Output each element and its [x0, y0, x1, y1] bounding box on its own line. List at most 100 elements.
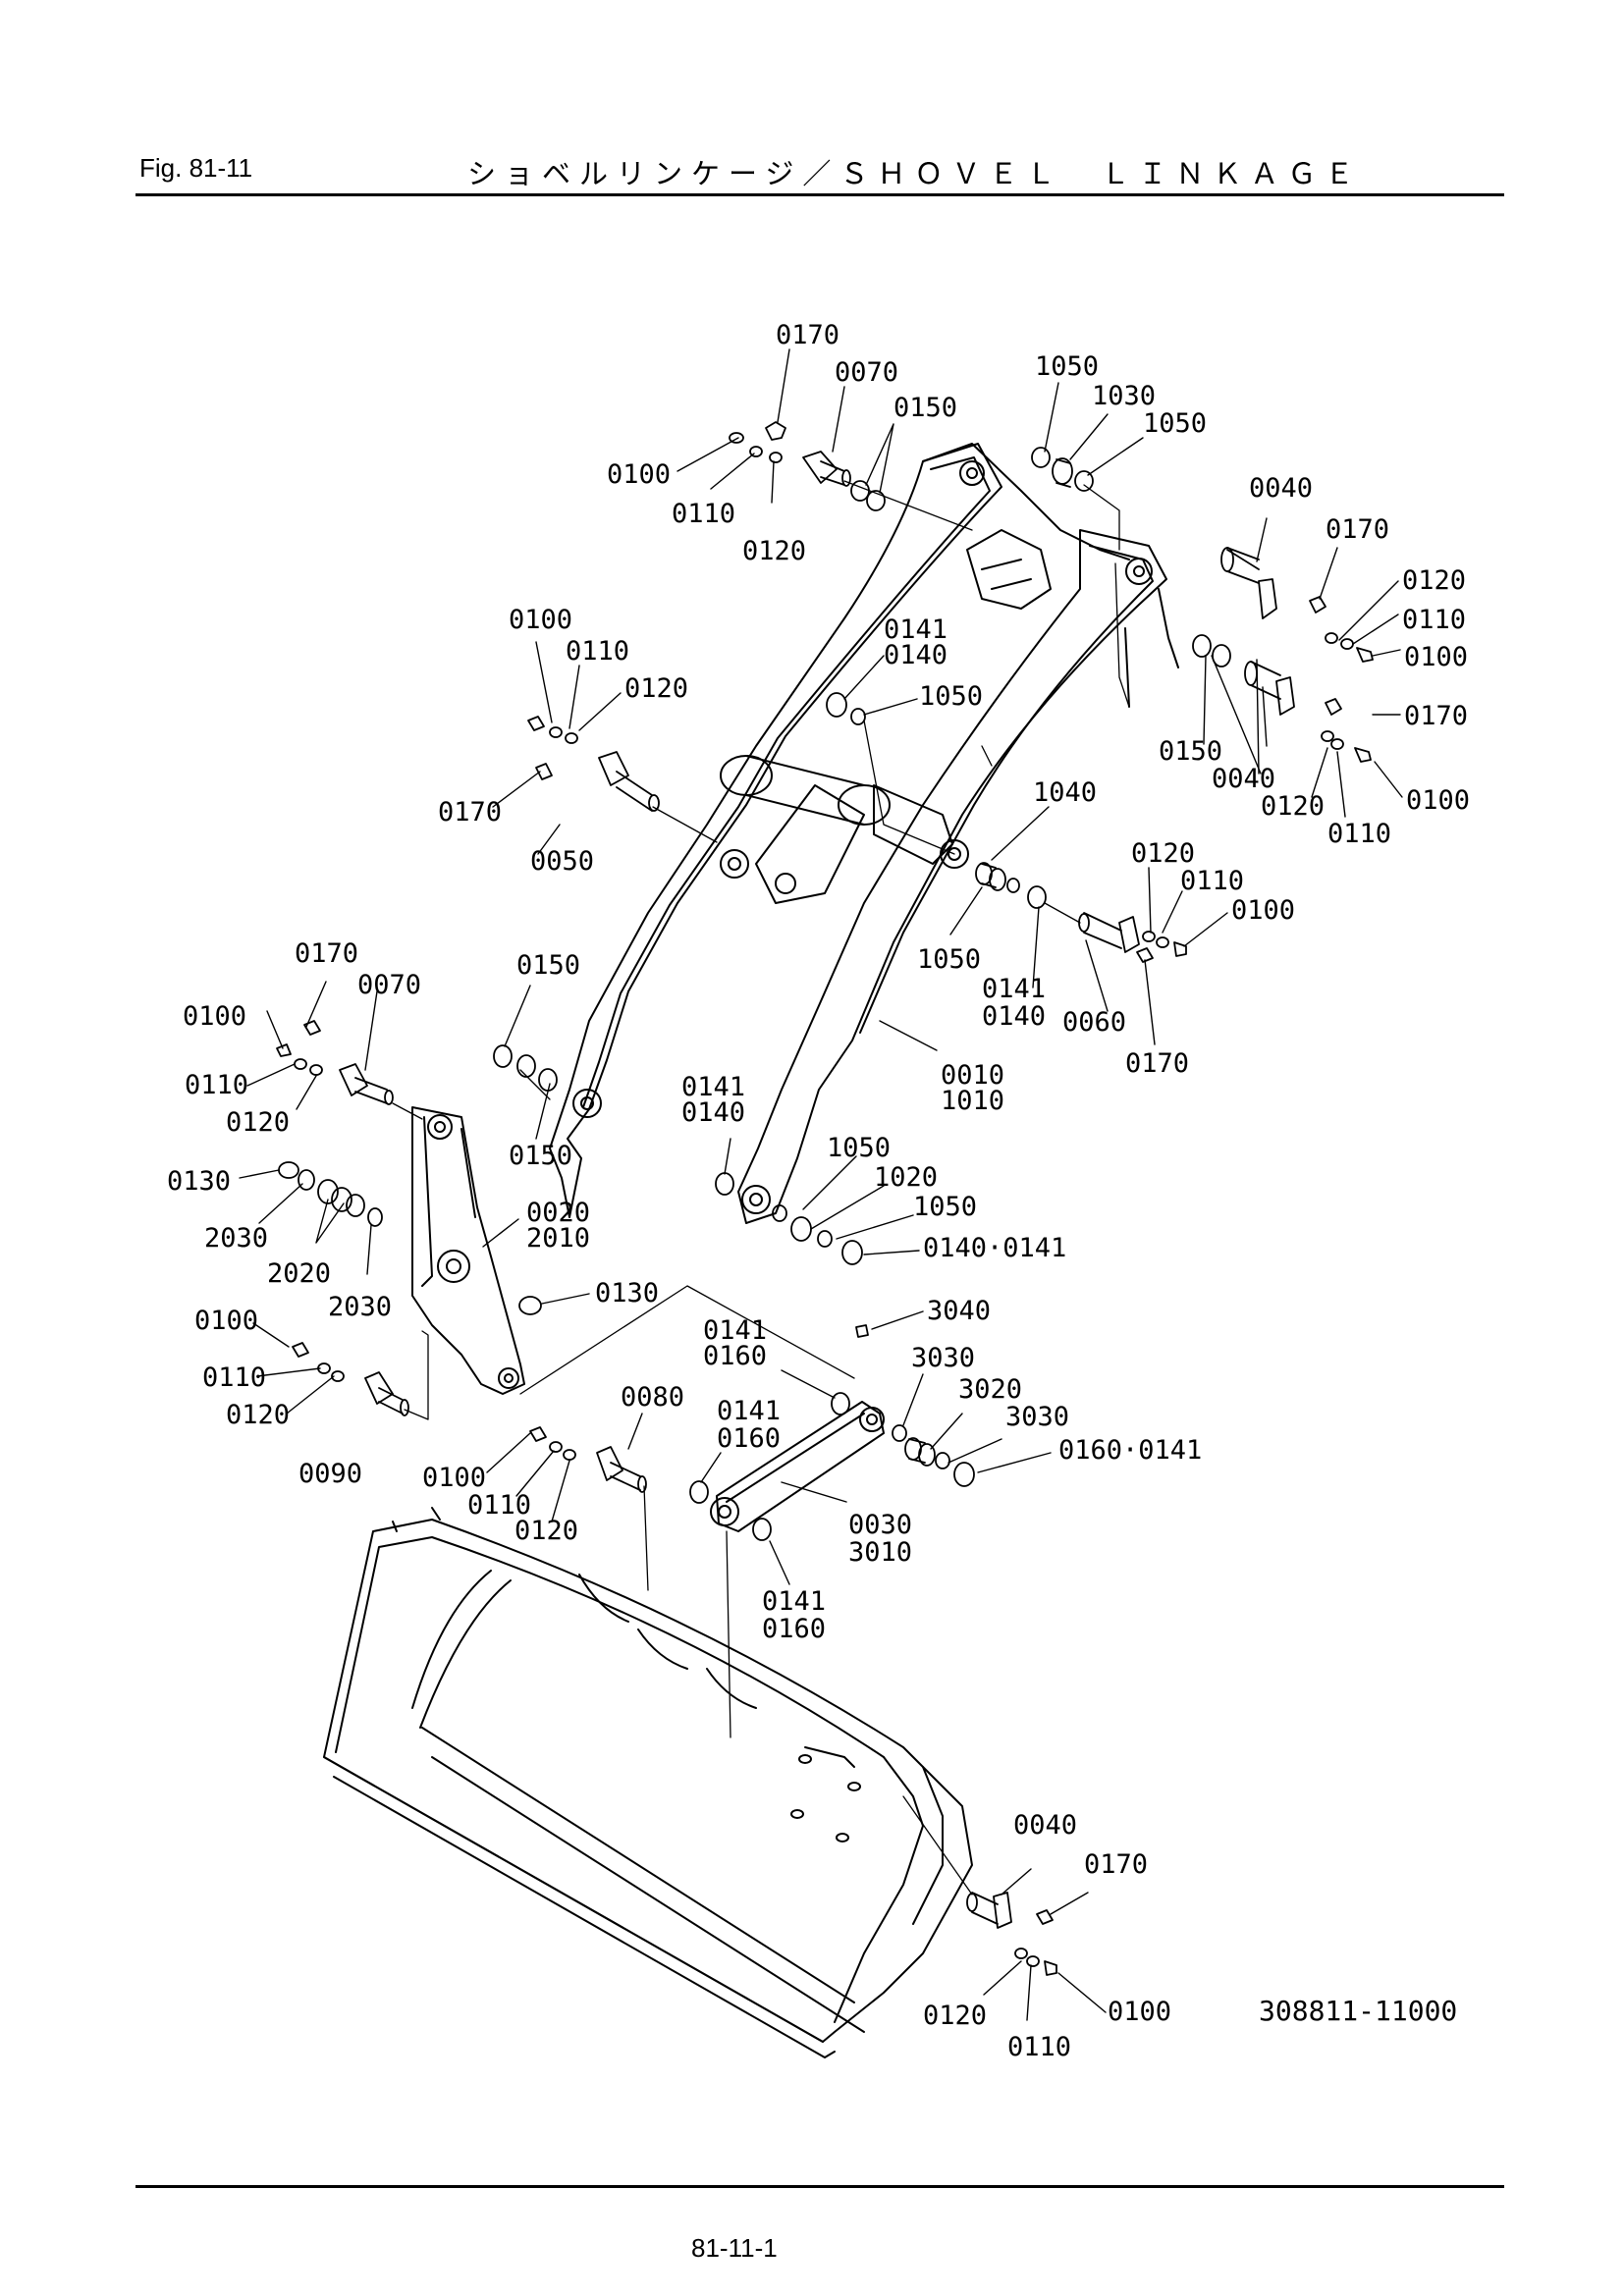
- callout-label: 0060: [1062, 1007, 1126, 1038]
- callout-label: 0140: [681, 1097, 745, 1128]
- page-header: Fig. 81-11 ショベルリンケージ／ＳＨＯＶＥＬ ＬＩＮＫＡＧＥ: [135, 147, 1504, 196]
- callout-label: 1050: [917, 944, 981, 975]
- callout-label: 0141: [681, 1072, 745, 1102]
- callout-label: 1030: [1092, 381, 1156, 411]
- callout-label: 0080: [621, 1382, 684, 1413]
- callout-label: 0150: [1159, 736, 1222, 767]
- callout-label: 0110: [1327, 819, 1391, 849]
- callout-label: 0100: [509, 605, 572, 635]
- callout-label: 0120: [923, 2001, 987, 2031]
- assembly-lines: [392, 480, 1130, 1896]
- callout-label: 0120: [624, 673, 688, 704]
- callout-label: 0150: [893, 393, 957, 423]
- callout-label: 0160: [762, 1614, 826, 1644]
- bucket-link-drawing: [710, 1401, 885, 1532]
- callout-label: 0100: [194, 1306, 258, 1336]
- hardware-drawings: [276, 421, 1374, 1976]
- callout-label: 1010: [941, 1086, 1004, 1116]
- callout-label: 0100: [1231, 895, 1295, 926]
- callout-label: 2010: [526, 1223, 590, 1254]
- callout-label: 0160: [717, 1423, 781, 1454]
- callout-label: 0130: [167, 1166, 231, 1197]
- callout-label: 0141: [717, 1396, 781, 1426]
- callout-label: 1050: [827, 1133, 891, 1163]
- callout-label: 3040: [927, 1296, 991, 1326]
- callout-label: 0141: [884, 614, 947, 645]
- callout-label: 0020: [526, 1198, 590, 1228]
- callout-label: 0100: [1406, 785, 1470, 816]
- callout-label: 3030: [911, 1343, 975, 1373]
- callout-label: 0140·0141: [923, 1233, 1066, 1263]
- cross-tube-drawing: [720, 755, 969, 904]
- callout-label: 0150: [509, 1141, 572, 1171]
- callout-label: 0170: [295, 938, 358, 969]
- callout-label: 3010: [848, 1537, 912, 1568]
- footer-rule: [135, 2185, 1504, 2188]
- callout-label: 0110: [185, 1070, 248, 1100]
- callout-label: 0170: [1404, 701, 1468, 731]
- figure-title: ショベルリンケージ／ＳＨＯＶＥＬ ＬＩＮＫＡＧＥ: [467, 157, 1363, 190]
- callout-label: 0100: [183, 1001, 246, 1032]
- callout-label: 0110: [467, 1490, 531, 1521]
- callout-label: 0120: [226, 1400, 290, 1430]
- leader-lines: [239, 348, 1403, 2021]
- callout-label: 0100: [422, 1463, 486, 1493]
- callout-label: 0160·0141: [1058, 1435, 1202, 1466]
- callout-label: 0140: [982, 1001, 1046, 1032]
- arm-mounting-bracket-drawing: [922, 443, 1179, 708]
- figure-number: Fig. 81-11: [139, 153, 253, 183]
- callout-label: 0170: [1084, 1849, 1148, 1880]
- callout-label: 3030: [1005, 1402, 1069, 1432]
- callout-label: 0070: [835, 357, 898, 388]
- callout-label: 0120: [742, 536, 806, 566]
- callout-label: 0110: [672, 499, 735, 529]
- bucket-drawing: [323, 1507, 973, 2058]
- drawing-number: 308811-11000: [1259, 1995, 1458, 2027]
- callout-label: 0100: [607, 459, 671, 490]
- callout-label: 0130: [595, 1278, 659, 1308]
- callout-label: 1040: [1033, 777, 1097, 808]
- callout-label: 0040: [1249, 473, 1313, 504]
- callout-label: 0141: [982, 974, 1046, 1004]
- callout-label: 2030: [328, 1292, 392, 1322]
- callout-label: 1020: [874, 1162, 938, 1193]
- callout-label: 0070: [357, 970, 421, 1000]
- callout-label: 0120: [226, 1107, 290, 1138]
- callout-label: 0100: [1108, 1997, 1171, 2027]
- callout-label: 2020: [267, 1258, 331, 1289]
- callout-label: 1050: [913, 1192, 977, 1222]
- callout-label: 0040: [1013, 1810, 1077, 1841]
- bell-crank-drawing: [411, 1106, 525, 1395]
- callout-label: 0141: [703, 1315, 767, 1346]
- callout-label: 0170: [1326, 514, 1389, 545]
- callout-label: 0150: [516, 950, 580, 981]
- header-rule: [135, 193, 1504, 196]
- callout-label: 0110: [1402, 605, 1466, 635]
- callout-label: 0120: [514, 1516, 578, 1546]
- callout-label: 0170: [776, 320, 839, 350]
- lift-arm-right-drawing: [737, 529, 1167, 1224]
- callout-label: 0110: [1180, 866, 1244, 896]
- callout-label: 0110: [1007, 2032, 1071, 2062]
- callout-label: 2030: [204, 1223, 268, 1254]
- callout-label: 0100: [1404, 642, 1468, 672]
- callout-label: 0141: [762, 1586, 826, 1617]
- callout-label: 0010: [941, 1060, 1004, 1091]
- callout-label: 0050: [530, 846, 594, 877]
- callout-label: 0120: [1261, 791, 1325, 822]
- callout-label: 0120: [1131, 838, 1195, 869]
- callout-label: 0170: [1125, 1048, 1189, 1079]
- callout-label: 0110: [202, 1362, 266, 1393]
- callout-label: 3020: [958, 1374, 1022, 1405]
- callout-label: 0040: [1212, 764, 1275, 794]
- callout-label: 0110: [566, 636, 629, 667]
- callout-label: 1050: [1143, 408, 1207, 439]
- callout-label: 1050: [919, 681, 983, 712]
- callout-label: 1050: [1035, 351, 1099, 382]
- callout-labels: 0170 0070 0150 1050 1030 1050 0100 0110 …: [167, 320, 1470, 2062]
- page-number: 81-11-1: [691, 2233, 778, 2263]
- callout-label: 0160: [703, 1341, 767, 1371]
- callout-label: 0170: [438, 797, 502, 828]
- callout-label: 0030: [848, 1510, 912, 1540]
